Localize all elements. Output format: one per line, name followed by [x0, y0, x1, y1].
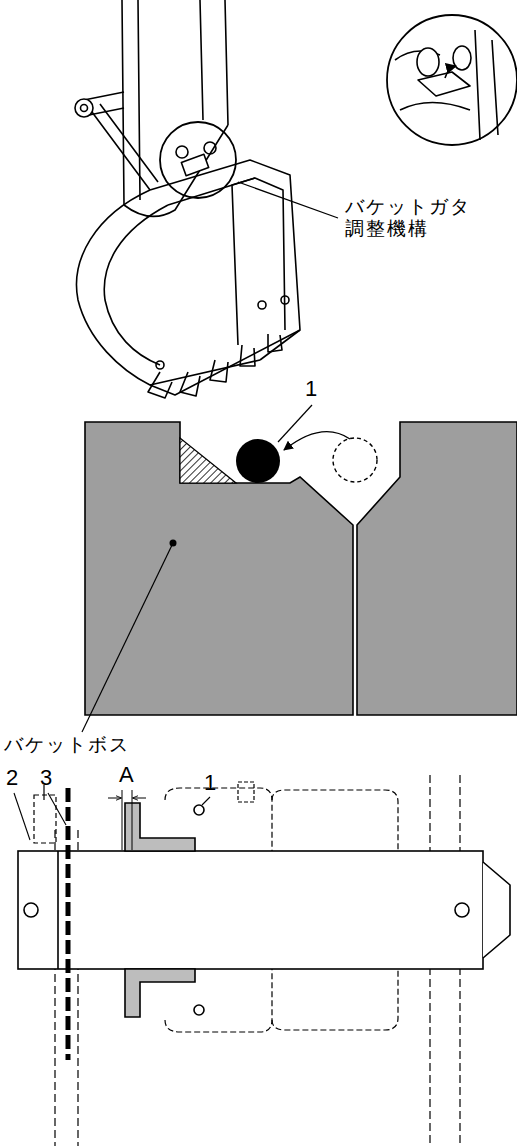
boss-section	[82, 405, 517, 732]
dimension-label: A	[119, 762, 134, 787]
callout-number: 1	[305, 376, 317, 401]
callout-number: 1	[204, 770, 216, 795]
callout-number: 3	[40, 765, 52, 790]
callout-number: 2	[6, 765, 18, 790]
part-name: バケットボス	[4, 734, 130, 756]
excavator-illustration	[75, 0, 517, 398]
mechanism-label: バケットガタ 調整機構	[345, 196, 478, 240]
pin-assembly	[14, 775, 510, 1146]
